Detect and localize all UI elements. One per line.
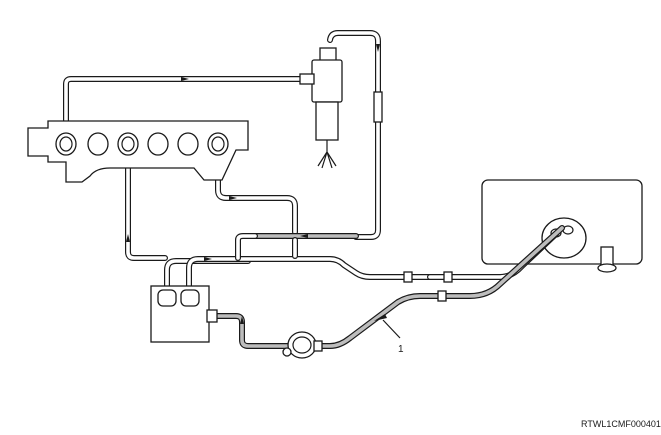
- tank-filler-neck: [597, 246, 617, 273]
- common-rail: [27, 120, 249, 183]
- tank-sender-unit: [541, 217, 587, 259]
- flow-arrow: [204, 257, 212, 261]
- junction-drop: [235, 233, 258, 261]
- flow-arrow: [229, 196, 237, 200]
- flow-arrow: [300, 234, 308, 238]
- callout-number: 1: [398, 344, 404, 355]
- flow-arrow: [126, 234, 130, 242]
- flow-arrow: [374, 314, 387, 321]
- fuel-tank: [481, 179, 643, 273]
- callout-1: 1: [382, 319, 404, 355]
- priming-pump: [282, 331, 323, 359]
- injection-pump: [299, 47, 383, 169]
- flow-arrow: [181, 77, 189, 81]
- fuel-filter: [150, 285, 218, 343]
- flow-arrow: [240, 316, 244, 324]
- figure-code: RTWL1CMF000401: [581, 419, 661, 429]
- flow-arrow: [376, 44, 380, 52]
- flow-arrows: [126, 44, 387, 324]
